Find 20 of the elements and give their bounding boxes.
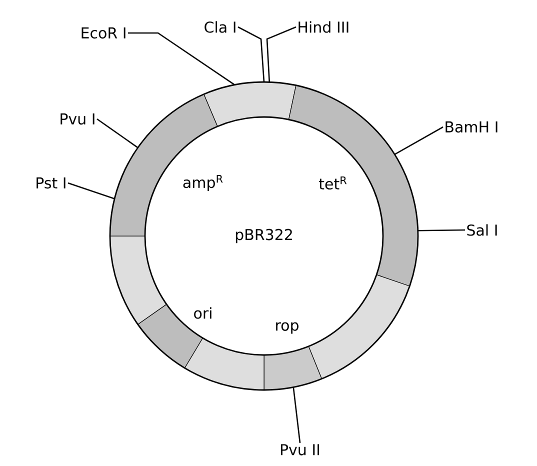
gene-label: ori (194, 307, 212, 319)
site-label: BamH I (446, 121, 498, 133)
leader-line (68, 182, 115, 200)
site-label: Cla I (204, 21, 236, 33)
site-label: Pst I (36, 177, 66, 189)
leader-line (238, 26, 265, 82)
leader-line (292, 387, 301, 444)
site-label: EcoR I (82, 27, 126, 39)
leader-line (394, 126, 444, 155)
site-label: Pvu II (280, 444, 320, 456)
gene-label: rop (276, 322, 298, 334)
site-label: Sal I (467, 224, 497, 236)
site-label: Hind III (298, 21, 348, 33)
leader-line (418, 229, 466, 232)
gene-label: tet$^{R}$ (319, 176, 347, 190)
gene-label: amp$^{R}$ (183, 175, 223, 191)
leader-line (96, 118, 138, 148)
leader-line (266, 26, 296, 82)
leader-line (128, 32, 235, 86)
site-label: Pvu I (60, 113, 94, 125)
